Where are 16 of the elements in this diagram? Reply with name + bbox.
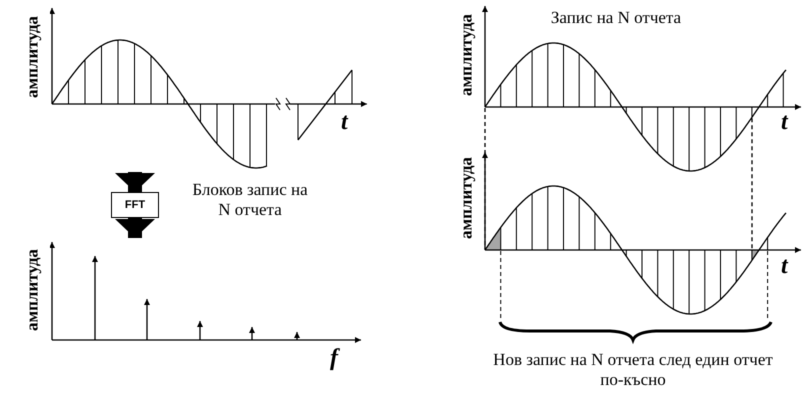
axis-label: амплитуда <box>458 157 474 239</box>
caption-text: Нов запис на N отчета след един отчет по-късно <box>492 350 774 390</box>
axis-label: амплитуда <box>458 14 474 96</box>
block-arrow <box>115 218 155 238</box>
axis-label: t <box>781 254 788 278</box>
caption-text: Запис на N отчета <box>550 8 682 28</box>
axis-label: амплитуда <box>24 249 40 331</box>
dashed-line <box>484 108 486 249</box>
axis-label: t <box>781 110 788 134</box>
dashed-line <box>751 118 753 249</box>
caption-text: Блоков запис на N отчета <box>191 180 309 220</box>
axis-label: t <box>341 110 348 134</box>
process-box: FFT <box>111 192 159 218</box>
axis-label: f <box>330 346 338 370</box>
axis-label: амплитуда <box>24 16 40 98</box>
block-arrow <box>115 172 155 192</box>
